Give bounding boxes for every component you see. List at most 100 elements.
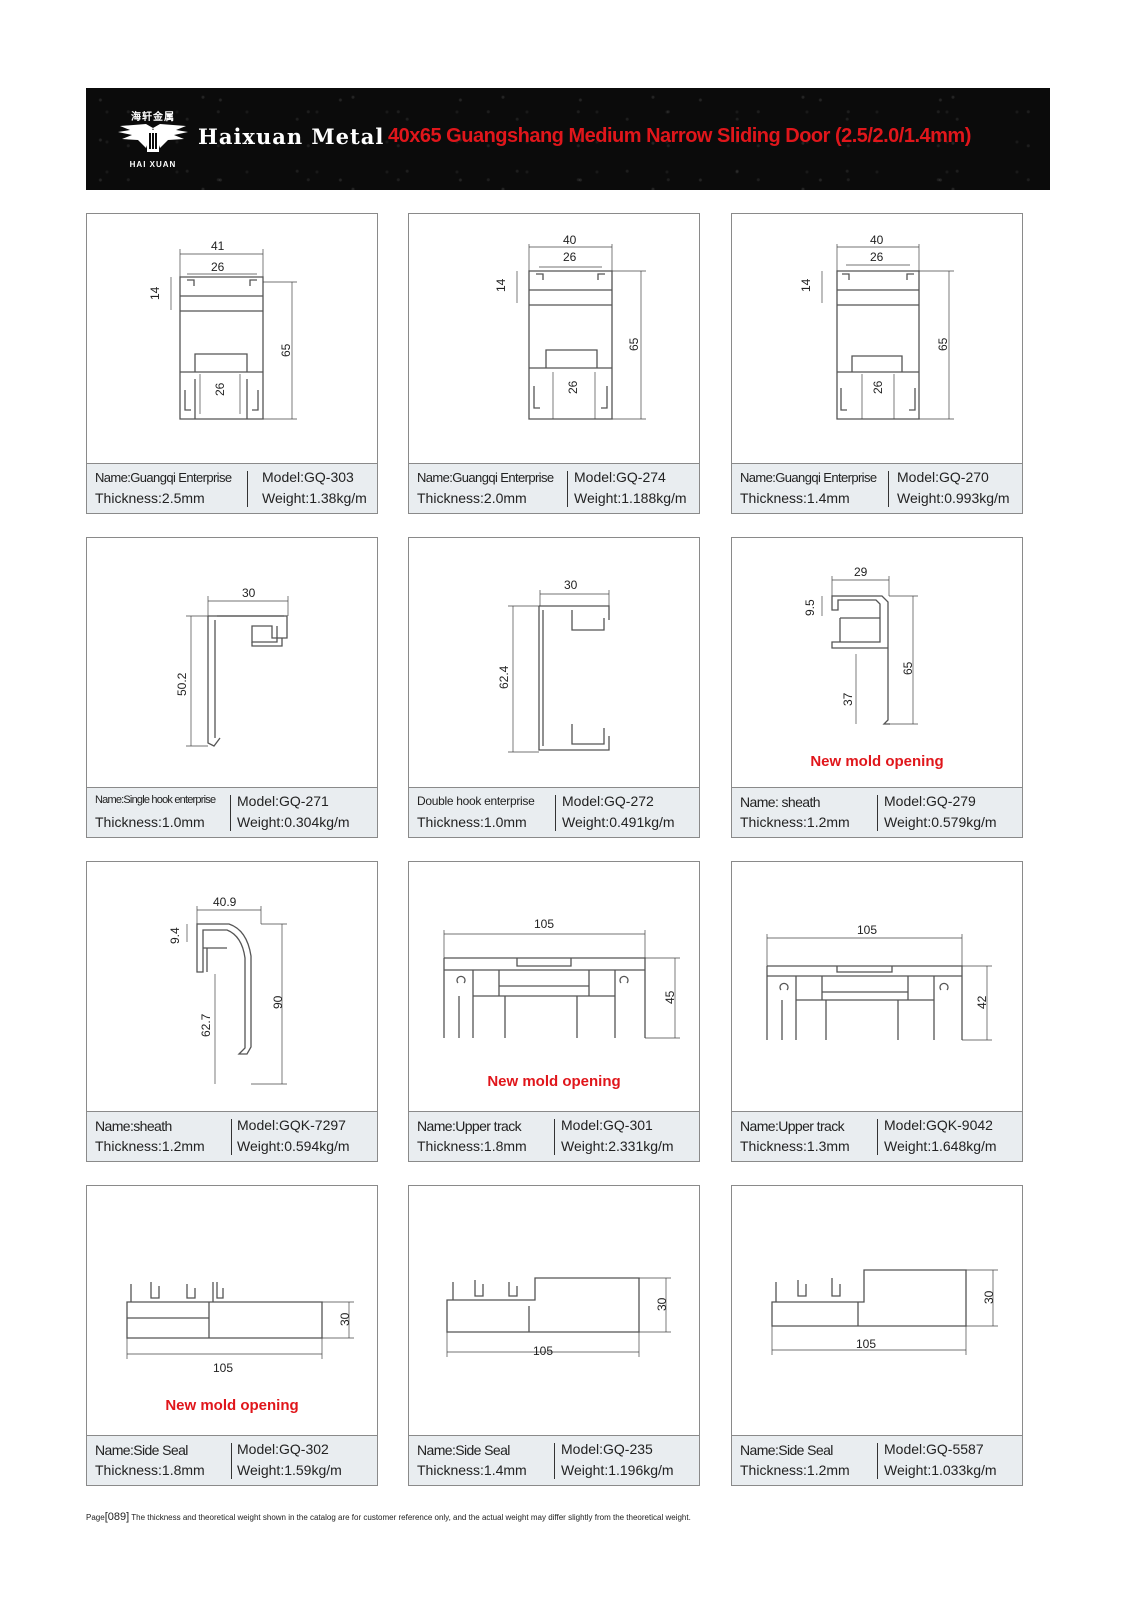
product-name: Name:Guangqi Enterprise [95,470,232,485]
product-thickness: Thickness:1.2mm [740,814,850,830]
product-name: Name:Side Seal [417,1442,510,1458]
product-thickness: Thickness:1.2mm [740,1462,850,1478]
product-model: Model:GQ-274 [574,469,666,485]
product-name: Name:Guangqi Enterprise [417,470,554,485]
logo-english-text: HAI XUAN [129,160,177,169]
product-name: Double hook enterprise [417,794,535,808]
product-info: Name:Upper track Thickness:1.3mm Model:G… [732,1111,1022,1161]
product-model: Model:GQ-5587 [884,1441,984,1457]
dim-label: 105 [534,917,554,931]
product-weight: Weight:0.594kg/m [237,1138,350,1154]
dim-label: 105 [533,1344,553,1358]
divider [888,471,889,507]
dim-label: 42 [975,995,989,1009]
product-card-gq-271: 30 50.2 Name:Single hook enterprise Thic… [86,537,378,838]
product-thickness: Thickness:1.8mm [95,1462,205,1478]
product-info: Name:Side Seal Thickness:1.4mm Model:GQ-… [409,1435,699,1485]
header-banner: 海轩金属 HAI XUAN Haixuan Metal 40x65 Guangs… [86,88,1050,190]
profile-drawing-gq-272: 30 62.4 [497,578,610,753]
product-info: Name:Guangqi Enterprise Thickness:1.4mm … [732,463,1022,513]
product-weight: Weight:0.304kg/m [237,814,350,830]
wings-icon [118,124,188,152]
product-name: Name:Side Seal [740,1442,833,1458]
dim-label: 40.9 [213,895,237,909]
dim-label: 30 [982,1290,996,1304]
dim-label: 26 [211,260,225,274]
product-info: Name:Guangqi Enterprise Thickness:2.5mm … [87,463,377,513]
brand-name: Haixuan Metal [198,124,385,149]
dim-label: 30 [564,578,578,592]
dim-label: 105 [856,1337,876,1351]
product-info: Name: sheath Thickness:1.2mm Model:GQ-27… [732,787,1022,837]
divider [877,795,878,831]
profile-drawing-gq-271: 30 50.2 [175,586,289,747]
product-card-gq-303: 41 26 14 65 26 Name:Guangqi Enterprise T… [86,213,378,514]
page-footer: Page[089] The thickness and theoretical … [86,1511,691,1523]
page-title: 40x65 Guangshang Medium Narrow Sliding D… [388,125,971,147]
product-model: Model:GQ-235 [561,1441,653,1457]
new-mold-note: New mold opening [165,1397,299,1414]
product-name: Name:Upper track [417,1118,522,1134]
profile-drawing-gq-301: 105 45 [443,917,680,1039]
product-thickness: Thickness:2.0mm [417,490,527,506]
dim-label: 90 [271,995,285,1009]
product-name: Name:Guangqi Enterprise [740,470,877,485]
product-name: Name:Single hook enterprise [95,794,216,806]
profile-drawing-gq-274: 40 26 14 65 26 [494,233,646,420]
dim-label: 62.7 [199,1013,213,1037]
product-card-gq-279: 29 9.5 65 37 New mold opening Name: shea… [731,537,1023,838]
logo-chinese-text: 海轩金属 [131,112,175,123]
product-thickness: Thickness:1.2mm [95,1138,205,1154]
new-mold-note: New mold opening [487,1073,621,1090]
dim-label: 37 [841,692,855,706]
page-label: Page [86,1513,105,1522]
product-thickness: Thickness:1.4mm [417,1462,527,1478]
dim-label: 50.2 [175,672,189,696]
product-card-gq-235: 30 105 Name:Side Seal Thickness:1.4mm Mo… [408,1185,700,1486]
product-model: Model:GQ-271 [237,793,329,809]
new-mold-note: New mold opening [810,753,944,770]
dim-label: 65 [936,337,950,351]
profile-drawing-gq-302: 30 105 [126,1282,354,1375]
product-name: Name:Upper track [740,1118,845,1134]
product-name: Name: sheath [740,794,821,810]
product-weight: Weight:1.59kg/m [237,1462,342,1478]
product-info: Name:Guangqi Enterprise Thickness:2.0mm … [409,463,699,513]
company-logo: 海轩金属 HAI XUAN [110,104,196,174]
product-model: Model:GQ-279 [884,793,976,809]
product-info: Name:sheath Thickness:1.2mm Model:GQK-72… [87,1111,377,1161]
product-info: Name:Upper track Thickness:1.8mm Model:G… [409,1111,699,1161]
product-weight: Weight:0.491kg/m [562,814,675,830]
product-card-gq-5587: 30 105 Name:Side Seal Thickness:1.2mm Mo… [731,1185,1023,1486]
divider [554,1119,555,1155]
product-weight: Weight:0.579kg/m [884,814,997,830]
divider [230,795,231,831]
product-weight: Weight:1.188kg/m [574,490,687,506]
product-weight: Weight:1.033kg/m [884,1462,997,1478]
product-model: Model:GQK-7297 [237,1117,346,1133]
product-card-gq-272: 30 62.4 Double hook enterprise Thickness… [408,537,700,838]
profile-drawing-gqk-7297: 40.9 9.4 90 62.7 [168,895,287,1085]
product-model: Model:GQK-9042 [884,1117,993,1133]
product-info: Double hook enterprise Thickness:1.0mm M… [409,787,699,837]
dim-label: 30 [242,586,256,600]
product-card-gq-270: 40 26 14 65 26 Name:Guangqi Enterprise T… [731,213,1023,514]
product-card-gq-274: 40 26 14 65 26 Name:Guangqi Enterprise T… [408,213,700,514]
dim-label: 9.5 [803,599,817,616]
product-thickness: Thickness:1.0mm [417,814,527,830]
dim-label: 62.4 [497,665,511,689]
product-model: Model:GQ-303 [262,469,354,485]
page-number: [089] [104,1511,130,1523]
product-info: Name:Side Seal Thickness:1.2mm Model:GQ-… [732,1435,1022,1485]
dim-label: 65 [627,337,641,351]
dim-label: 14 [494,278,508,292]
dim-label: 14 [799,278,813,292]
dim-label: 29 [854,565,868,579]
dim-label: 26 [213,382,227,396]
product-info: Name:Side Seal Thickness:1.8mm Model:GQ-… [87,1435,377,1485]
dim-label: 40 [563,233,577,247]
divider [231,1119,232,1155]
profile-drawing-gq-235: 30 105 [446,1277,671,1358]
product-name: Name:Side Seal [95,1442,188,1458]
profile-drawing-gq-5587: 30 105 [771,1269,998,1355]
